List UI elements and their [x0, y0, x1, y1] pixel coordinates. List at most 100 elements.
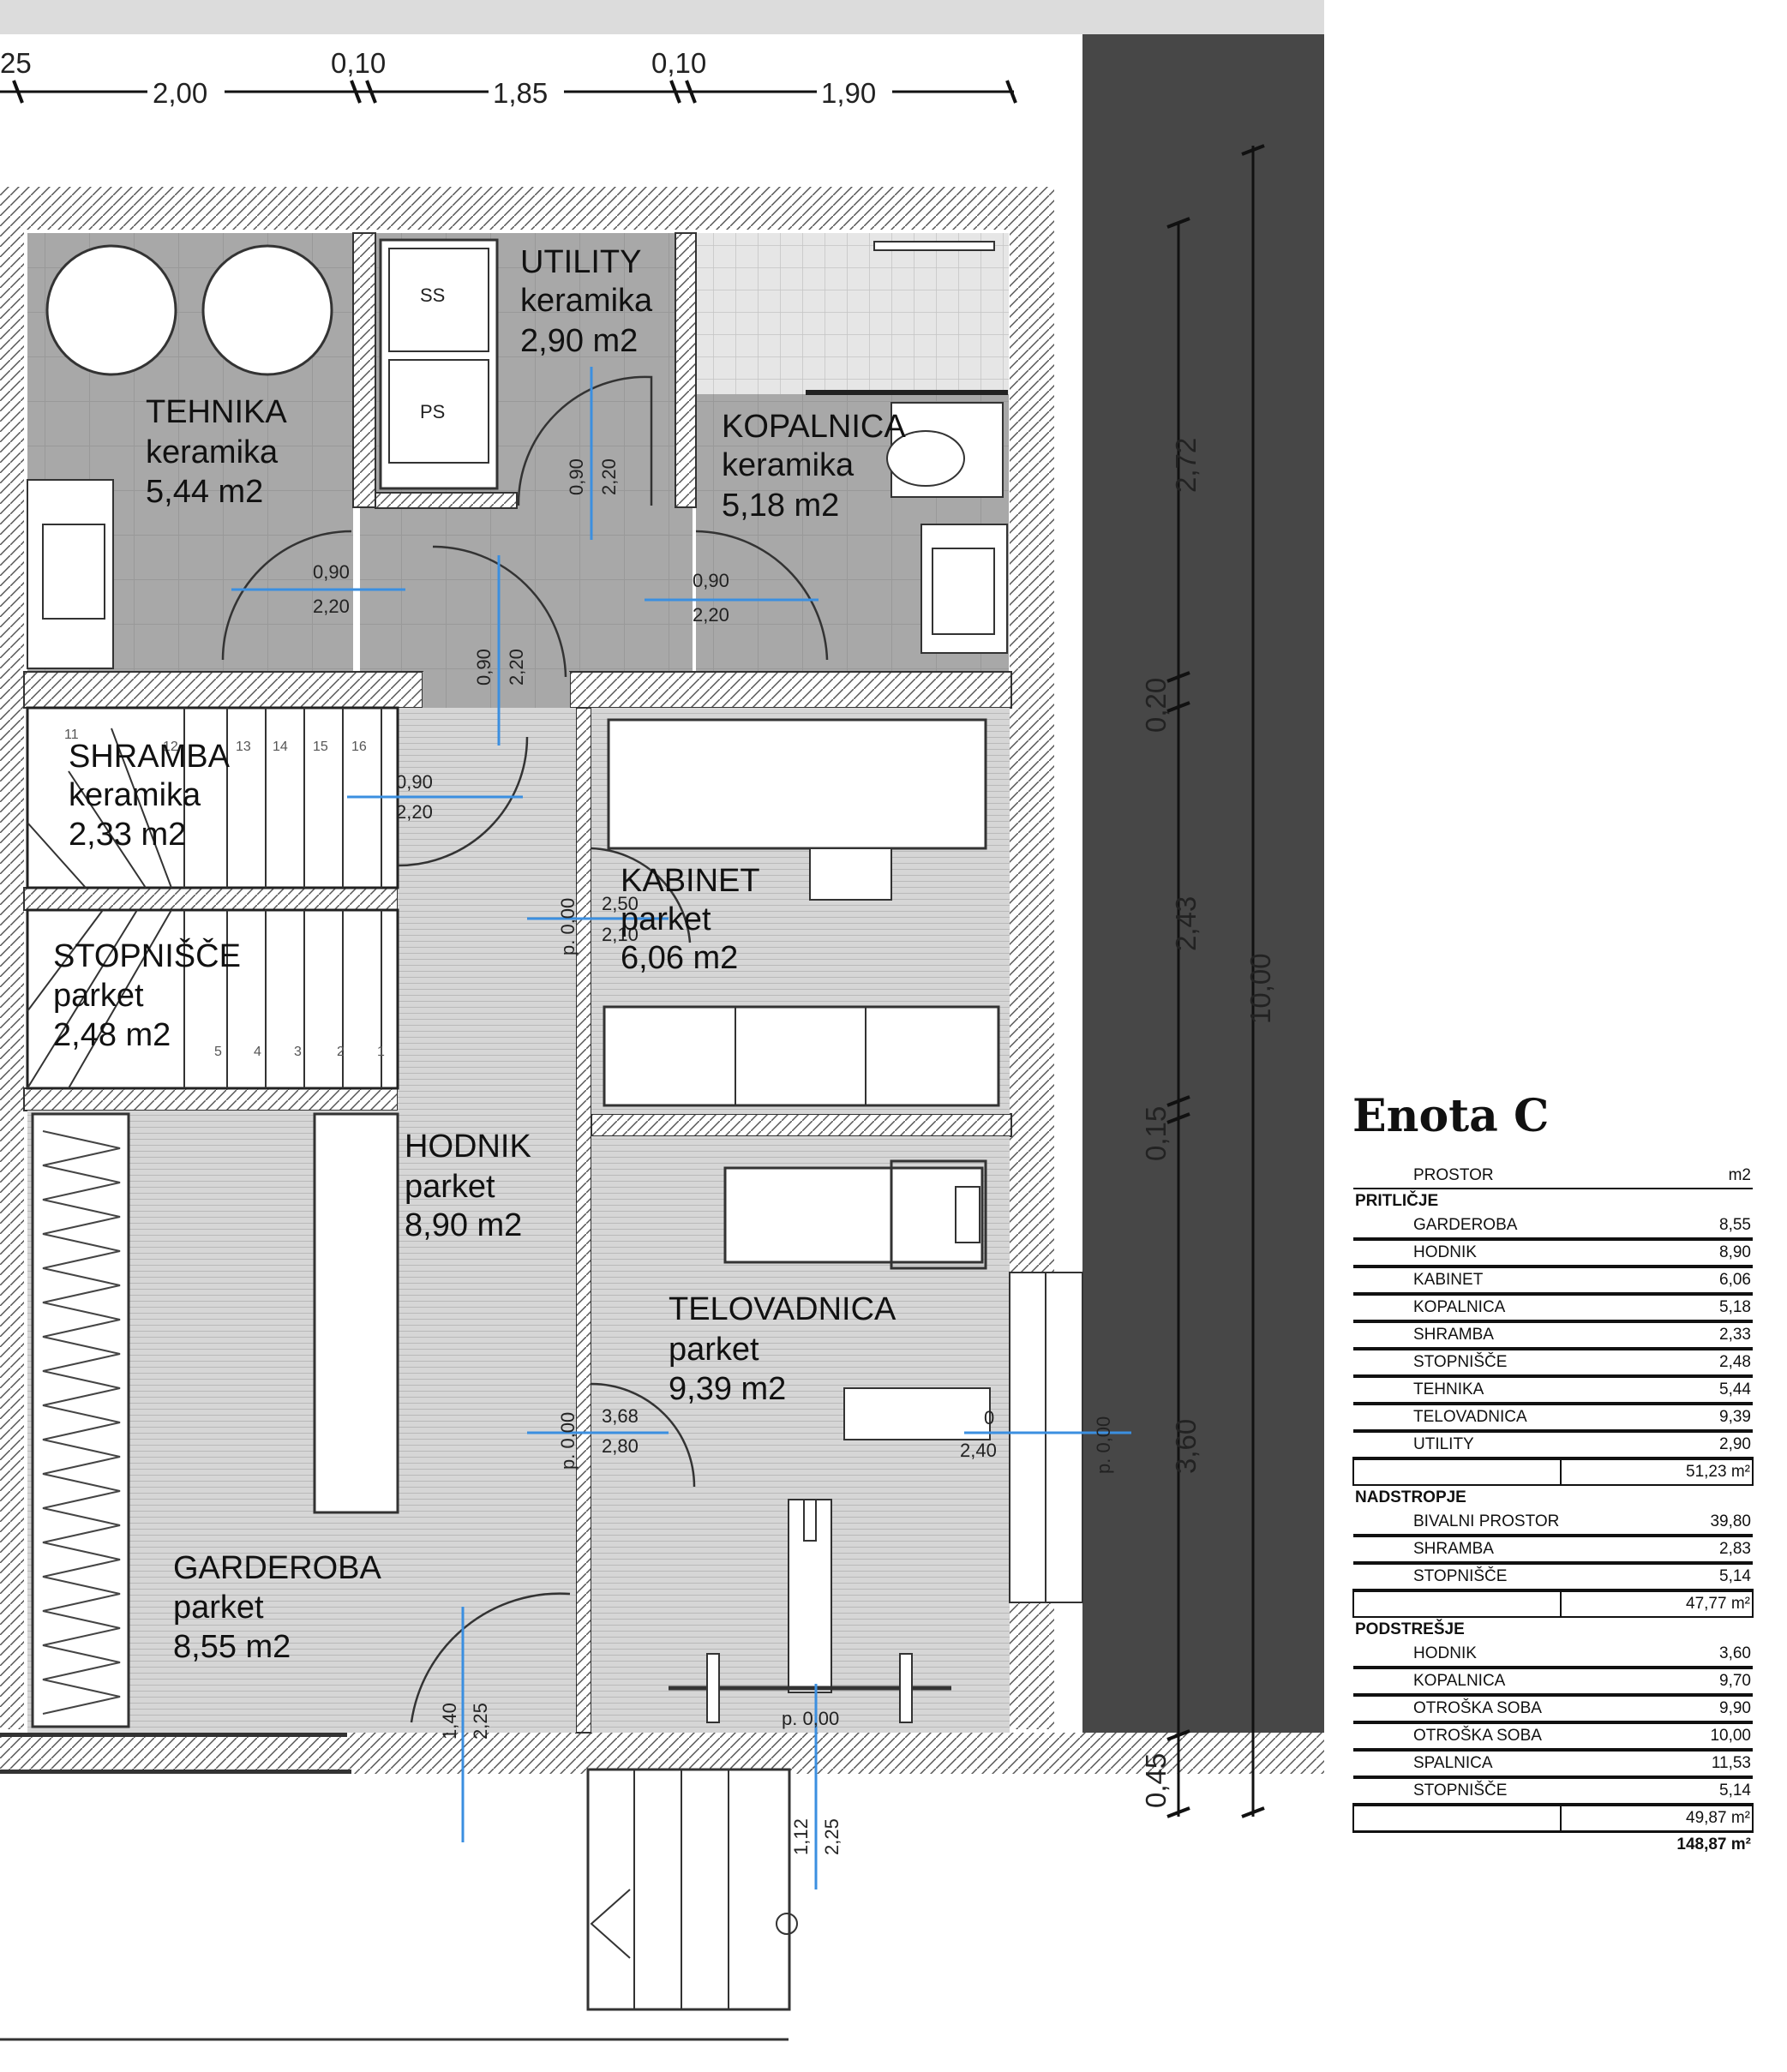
row-value: 5,14 — [1561, 1777, 1753, 1806]
room-stopnisce-floor-type: parket — [53, 978, 144, 1014]
stair-num-16: 16 — [351, 740, 367, 754]
room-kabinet-name: KABINET — [621, 863, 760, 899]
row-value: 11,53 — [1561, 1750, 1753, 1779]
row-name: HODNIK — [1353, 1239, 1562, 1268]
room-telovadnica-floor-type: parket — [669, 1332, 759, 1368]
room-stopnisce-area: 2,48 m2 — [53, 1017, 171, 1053]
dim-top-1-90: 1,90 — [821, 77, 876, 109]
door-tehnika-h: 2,20 — [313, 596, 350, 617]
room-shramba-name: SHRAMBA — [69, 739, 231, 775]
room-shramba-area: 2,33 m2 — [69, 817, 186, 853]
row-value: 2,90 — [1561, 1431, 1753, 1460]
door-entry-w: 1,12 — [790, 1818, 812, 1855]
room-hodnik-floor — [398, 708, 576, 1733]
stairs-upper — [26, 706, 399, 889]
door-kopalnica-w: 0,90 — [693, 570, 729, 591]
row-name: HODNIK — [1353, 1642, 1562, 1669]
row-value: 5,44 — [1561, 1376, 1753, 1405]
dim-right-0-20: 0,20 — [1140, 678, 1172, 733]
dim-top-0-10-a: 0,10 — [331, 47, 386, 79]
room-shramba-floor-type: keramika — [69, 777, 201, 813]
dim-top-0-10-b: 0,10 — [651, 47, 706, 79]
door-utility-w: 0,90 — [566, 458, 587, 495]
door-telovadnica-h: 2,80 — [602, 1435, 639, 1457]
level-telovadnica: p. 0,00 — [557, 1412, 579, 1470]
section-nadstropje: NADSTROPJE — [1353, 1485, 1753, 1510]
dim-right-0-15: 0,15 — [1140, 1106, 1172, 1161]
row-name: GARDEROBA — [1353, 1213, 1562, 1241]
desk — [607, 718, 987, 850]
row-name: OTROŠKA SOBA — [1353, 1695, 1562, 1724]
chair — [809, 847, 892, 901]
room-hodnik-area: 8,90 m2 — [405, 1207, 522, 1243]
row-name: KOPALNICA — [1353, 1294, 1562, 1323]
row-value: 9,39 — [1561, 1404, 1753, 1433]
row-name: KOPALNICA — [1353, 1668, 1562, 1697]
header-prostor: PROSTOR — [1353, 1164, 1562, 1189]
window-w: 0 — [984, 1407, 994, 1428]
row-name: STOPNIŠČE — [1353, 1349, 1562, 1378]
row-name: SHRAMBA — [1353, 1321, 1562, 1350]
dryer — [388, 248, 489, 352]
fixture-ps: PS — [420, 401, 445, 422]
subtotal-row: 49,87 m² — [1352, 1804, 1754, 1833]
row-name: KABINET — [1353, 1267, 1562, 1296]
subtotal-value: 49,87 m² — [1560, 1804, 1754, 1833]
interior-walls — [23, 232, 1012, 1734]
stair-num-3: 3 — [294, 1045, 302, 1059]
row-value: 2,83 — [1561, 1536, 1753, 1565]
shower-tiles — [696, 233, 1009, 394]
door-hodnik-w: 0,90 — [473, 649, 495, 686]
room-stopnisce-name: STOPNIŠČE — [53, 937, 241, 974]
dim-top-2-00: 2,00 — [153, 77, 207, 109]
bike — [843, 1387, 991, 1440]
row-value: 10,00 — [1561, 1722, 1753, 1752]
door-kabinet-h: 2,10 — [602, 924, 639, 945]
blue-reference-lines — [231, 367, 1131, 1889]
entrance-steps — [586, 1768, 791, 2011]
stair-num-2: 2 — [337, 1045, 345, 1059]
washer — [388, 359, 489, 464]
row-name: OTROŠKA SOBA — [1353, 1722, 1562, 1752]
level-exterior: p. 0,00 — [1093, 1416, 1114, 1474]
section-label: PODSTREŠJE — [1355, 1620, 1465, 1638]
header-unit: m2 — [1561, 1164, 1753, 1189]
window-h: 2,40 — [960, 1440, 997, 1461]
door-shramba-h: 2,20 — [396, 801, 433, 823]
room-telovadnica-name: TELOVADNICA — [669, 1291, 896, 1327]
door-hodnik-h: 2,20 — [506, 649, 527, 686]
room-hodnik-floor-type: parket — [405, 1169, 495, 1205]
room-kabinet-floor-type: parket — [621, 901, 711, 937]
row-value: 2,48 — [1561, 1349, 1753, 1378]
subtotal-row: 47,77 m² — [1352, 1590, 1754, 1618]
room-utility-area: 2,90 m2 — [520, 323, 638, 359]
right-dimension-lines — [1166, 144, 1265, 1818]
boiler-circle-2 — [201, 244, 333, 376]
door-telovadnica-w: 3,68 — [602, 1405, 639, 1427]
dim-right-10-00: 10,00 — [1244, 953, 1276, 1024]
row-name: SPALNICA — [1353, 1750, 1562, 1779]
room-garderoba-area: 8,55 m2 — [173, 1629, 291, 1665]
row-value: 2,33 — [1561, 1321, 1753, 1350]
subtotal-value: 51,23 m² — [1560, 1458, 1754, 1486]
row-name: SHRAMBA — [1353, 1536, 1562, 1565]
row-name: UTILITY — [1353, 1431, 1562, 1460]
subtotal-box — [1352, 1804, 1562, 1833]
total-row: 148,87 m² — [1353, 1830, 1753, 1857]
door-entry-h: 2,25 — [821, 1818, 843, 1855]
corridor-tile-floor — [360, 506, 693, 677]
stair-num-1: 1 — [377, 1045, 385, 1059]
total-spacer — [1353, 1830, 1562, 1857]
section-label: NADSTROPJE — [1355, 1488, 1466, 1506]
